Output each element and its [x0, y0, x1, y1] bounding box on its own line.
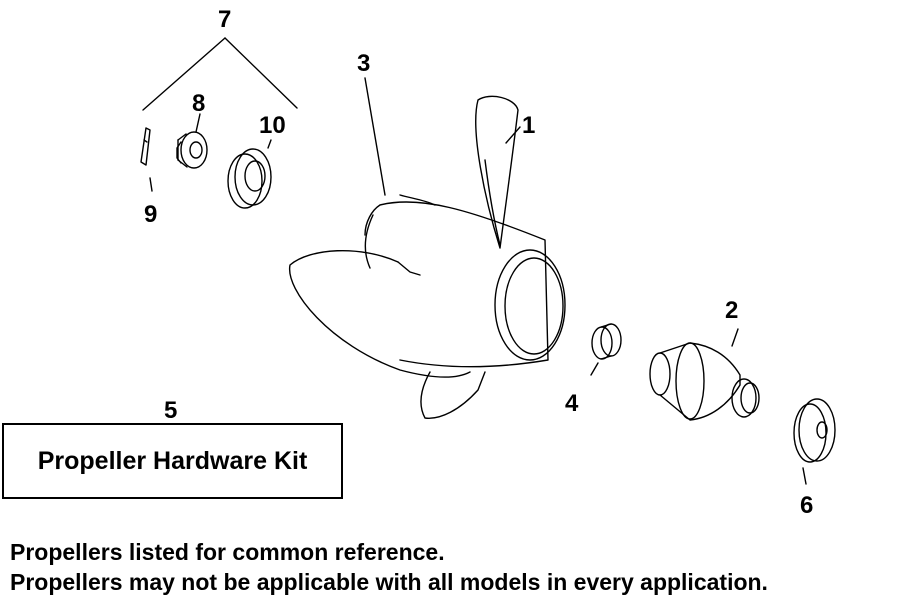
hub-kit-part-2 — [649, 328, 760, 421]
cotter-pin-part-9 — [140, 127, 153, 192]
spacer-part-10 — [227, 139, 272, 209]
bushing-part-4 — [590, 323, 622, 376]
castle-nut-part-8 — [176, 113, 208, 169]
kit-label: Propeller Hardware Kit — [37, 446, 308, 475]
propeller-hardware-kit-box: Propeller Hardware Kit — [2, 423, 343, 499]
callout-5: 5 — [164, 397, 177, 424]
callout-2: 2 — [725, 297, 738, 324]
callout-1: 1 — [522, 112, 535, 139]
callout-3: 3 — [357, 50, 370, 77]
group-bracket-7 — [142, 37, 298, 111]
callout-4: 4 — [565, 390, 579, 417]
callout-6: 6 — [800, 492, 813, 519]
callout-10: 10 — [259, 112, 286, 139]
note-line-1: Propellers listed for common reference. — [10, 539, 445, 565]
note-line-2: Propellers may not be applicable with al… — [10, 569, 768, 595]
washer-part-6 — [793, 398, 836, 485]
callout-7: 7 — [218, 6, 231, 33]
propeller-part-3 — [288, 77, 566, 419]
notes: Propellers listed for common reference. … — [10, 537, 895, 597]
leader-part-1 — [505, 126, 521, 144]
callout-8: 8 — [192, 90, 205, 117]
callout-9: 9 — [144, 201, 157, 228]
